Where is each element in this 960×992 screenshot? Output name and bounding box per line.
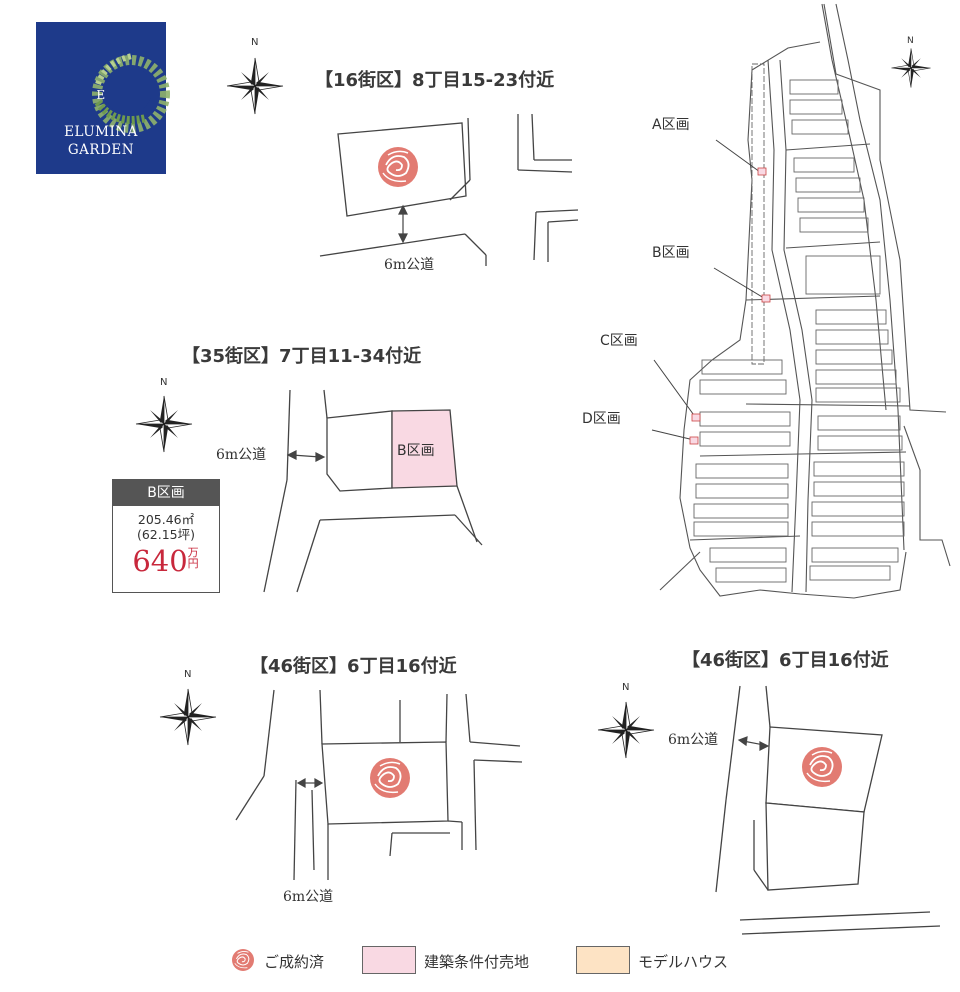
compass-n-label-35: N — [160, 377, 168, 388]
road-width-arrow-16 — [398, 204, 408, 244]
sold-rose-icon-46a — [369, 757, 411, 799]
overview-leader-lines — [651, 139, 765, 441]
legend-conditional-label: 建築条件付売地 — [424, 953, 530, 971]
compass-n-label-46b: N — [622, 682, 630, 693]
legend-model-label: モデルハウス — [638, 953, 729, 971]
logo-monogram: E — [96, 88, 106, 102]
price-unit-top: 万 — [187, 546, 199, 559]
road-label-46b: 6m公道 — [668, 732, 719, 748]
compass-n-label-16: N — [251, 37, 259, 48]
road-width-arrow-35 — [286, 450, 326, 462]
road-label-16: 6m公道 — [384, 257, 435, 273]
price-card-area-tsubo: (62.15坪) — [136, 527, 196, 542]
legend-conditional-swatch — [362, 946, 416, 974]
price-unit: 万円 — [188, 547, 200, 569]
road-width-arrow-46b — [737, 736, 770, 751]
section-title-46a: 【46街区】6丁目16付近 — [250, 656, 457, 677]
price-card-area-m2: 205.46㎡ — [137, 512, 195, 527]
price-card-price: 640万円 — [113, 544, 219, 578]
compass-icon-overview — [891, 48, 931, 88]
road-label-46a: 6m公道 — [283, 889, 334, 905]
price-card-b: B区画 205.46㎡ (62.15坪) 640万円 — [112, 479, 220, 593]
compass-icon-46a — [159, 688, 217, 746]
price-value: 640 — [132, 544, 188, 578]
overview-label-b: B区画 — [652, 245, 690, 261]
legend-sold-label: ご成約済 — [264, 953, 325, 971]
overview-map — [659, 3, 951, 599]
legend-model-swatch — [576, 946, 630, 974]
leaf-crescent-emblem — [92, 53, 170, 133]
sold-rose-icon-16 — [377, 146, 419, 188]
overview-label-c: C区画 — [600, 333, 638, 349]
section-title-35: 【35街区】7丁目11-34付近 — [182, 346, 422, 367]
compass-n-label-overview: N — [907, 36, 914, 46]
section-title-46b: 【46街区】6丁目16付近 — [682, 650, 889, 671]
overview-label-a: A区画 — [652, 117, 690, 133]
price-unit-bottom: 円 — [187, 557, 199, 570]
overview-blocks — [693, 63, 905, 583]
compass-icon-16 — [226, 57, 284, 115]
sold-rose-icon-46b — [801, 746, 843, 788]
road-label-35: 6m公道 — [216, 447, 267, 463]
overview-conditional-lots — [689, 167, 771, 445]
legend-rose-icon — [231, 948, 255, 972]
road-width-arrow-46a — [296, 777, 324, 789]
price-card-label: B区画 — [113, 480, 219, 506]
logo-line-2: GARDEN — [67, 142, 135, 158]
logo-line-1: ELUMINA — [64, 124, 138, 140]
compass-icon-46b — [597, 701, 655, 759]
compass-icon-35 — [135, 395, 193, 453]
section-title-16: 【16街区】8丁目15-23付近 — [315, 70, 555, 91]
lot-label-b-35: B区画 — [397, 443, 435, 459]
elumina-garden-logo: E ELUMINA GARDEN — [36, 22, 170, 174]
overview-label-d: D区画 — [582, 411, 621, 427]
compass-n-label-46a: N — [184, 669, 192, 680]
